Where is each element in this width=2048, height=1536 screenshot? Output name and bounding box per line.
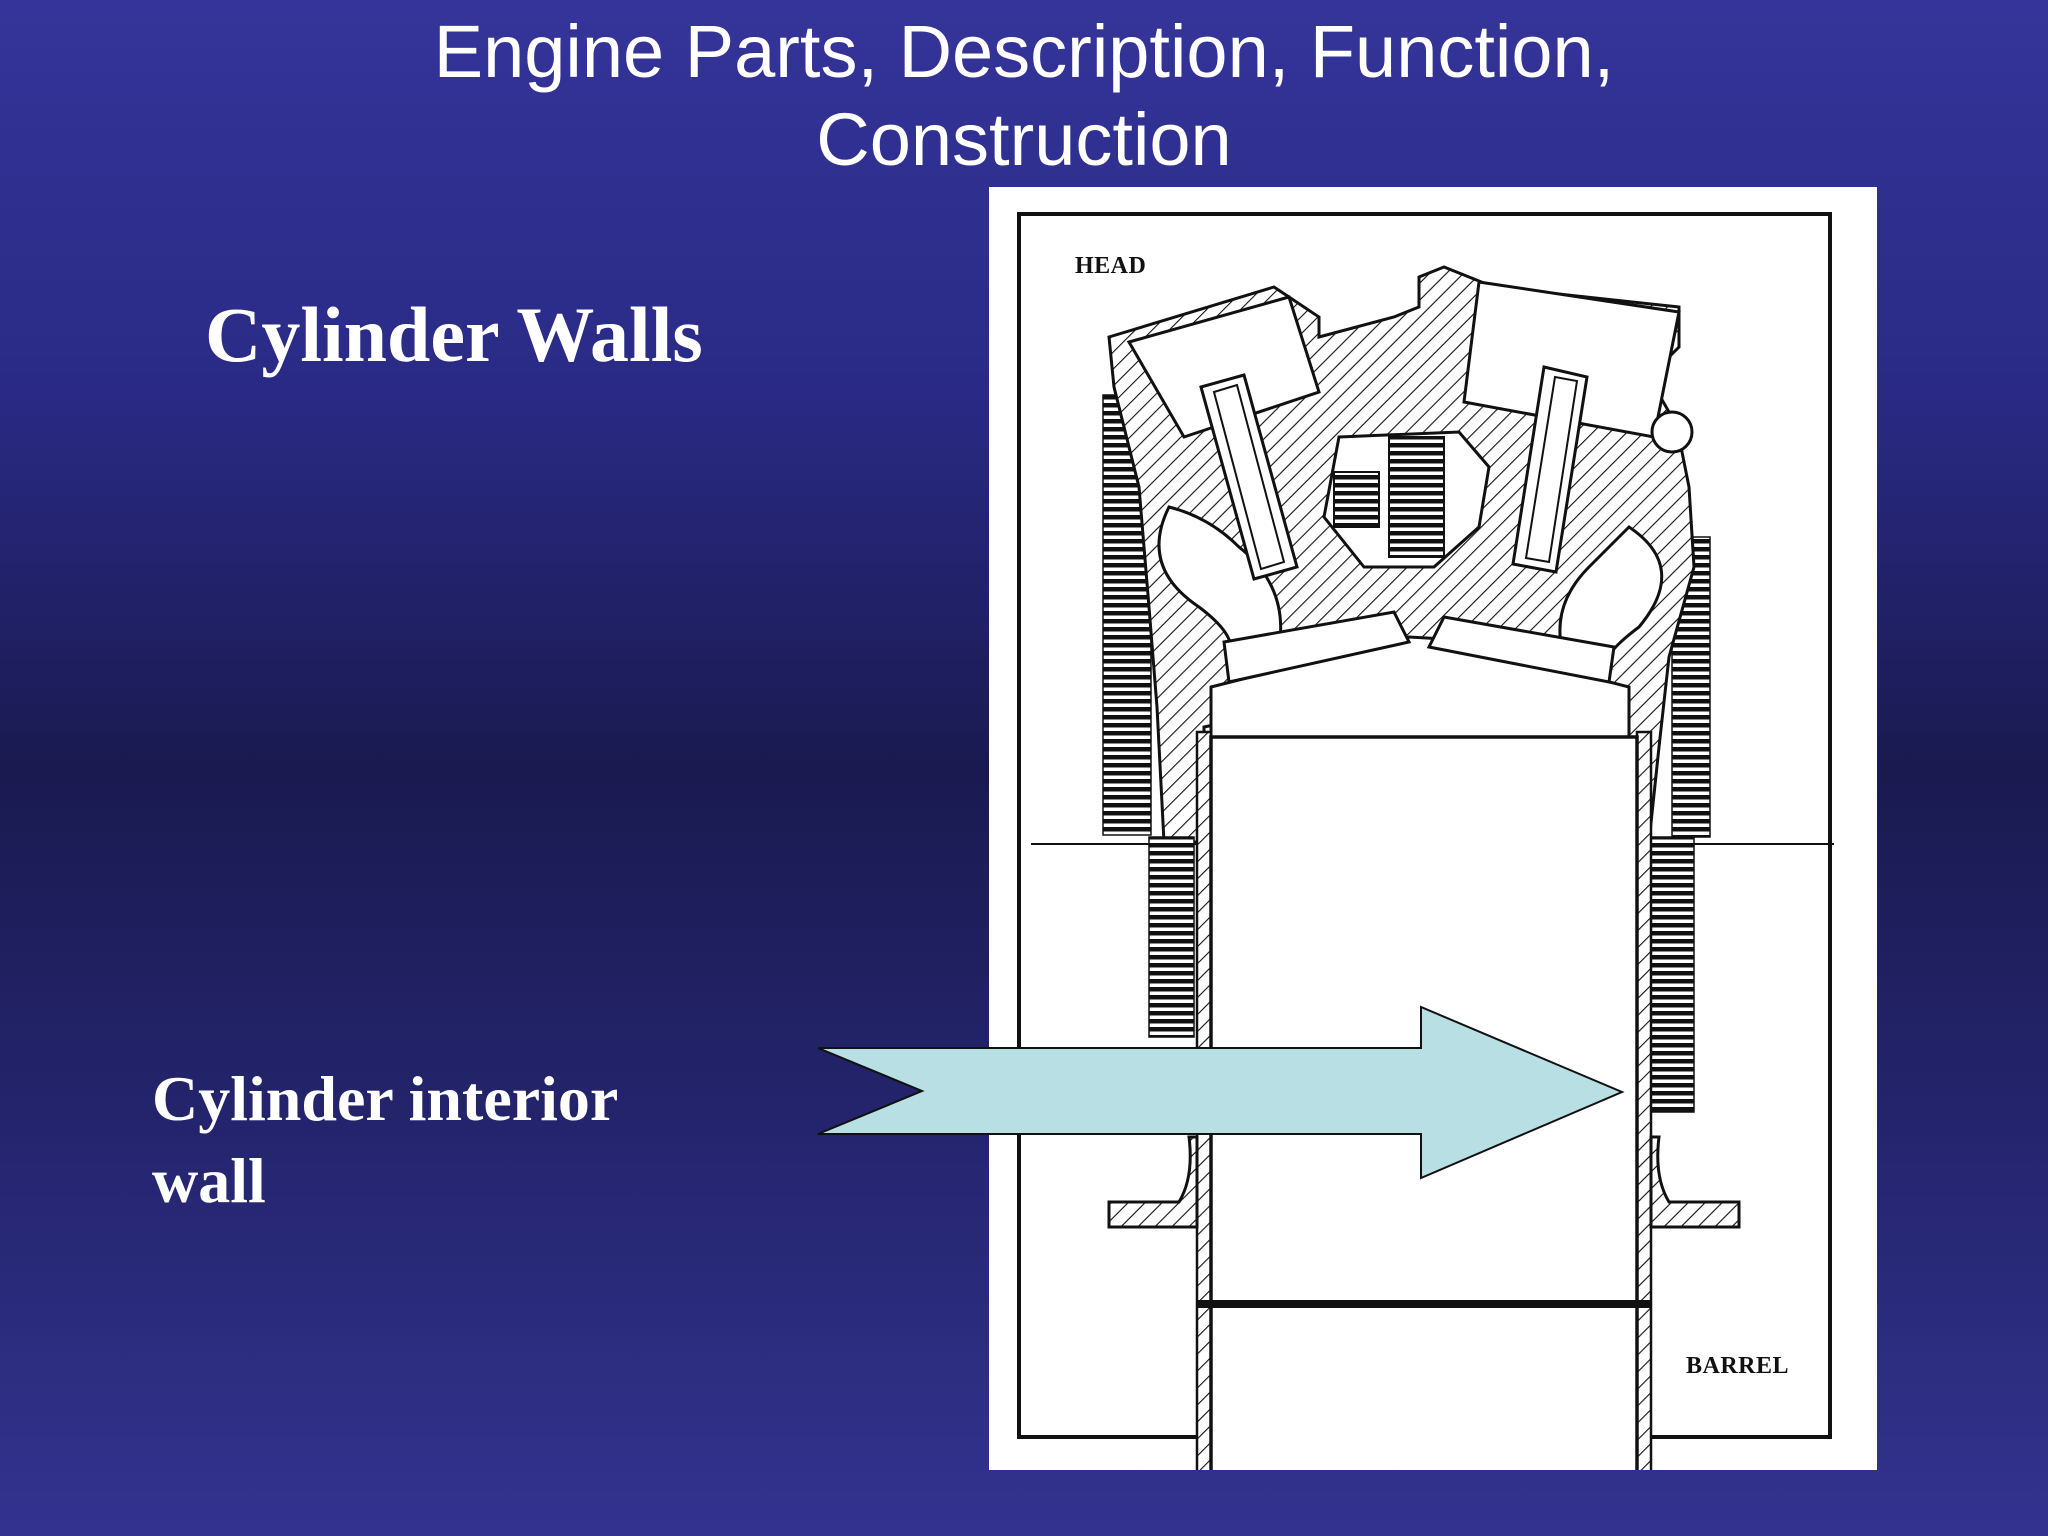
head-bolt-boss xyxy=(1650,410,1694,454)
callout-line-2: wall xyxy=(152,1145,266,1216)
left-valve xyxy=(1199,373,1299,581)
left-valve-head xyxy=(1222,610,1412,684)
callout-text: Cylinder interior wall xyxy=(152,1058,712,1222)
slide-title-line-1: Engine Parts, Description, Function, xyxy=(433,10,1615,93)
barrel-wall-left xyxy=(1195,730,1213,1470)
cylinder-bore xyxy=(1209,735,1639,1470)
barrel-wall-right xyxy=(1635,730,1653,1470)
head-label: HEAD xyxy=(1075,253,1147,279)
slide-title: Engine Parts, Description, Function, Con… xyxy=(0,8,2048,184)
mounting-flange-right xyxy=(1649,1135,1741,1229)
section-heading: Cylinder Walls xyxy=(205,291,703,378)
cylinder-diagram: HEAD BARREL xyxy=(989,187,1877,1470)
left-rocker-box xyxy=(1126,295,1321,439)
mounting-flange-left xyxy=(1107,1135,1199,1229)
barrel-label: BARREL xyxy=(1686,1353,1790,1379)
barrel-fins-left xyxy=(1148,836,1195,1038)
right-valve-head xyxy=(1426,615,1616,684)
slide-title-line-2: Construction xyxy=(816,98,1232,181)
callout-line-1: Cylinder interior xyxy=(152,1063,619,1134)
cylinder-drawing xyxy=(1017,212,1834,1470)
spark-plug xyxy=(1388,436,1445,558)
barrel-fins-right xyxy=(1648,836,1695,1113)
